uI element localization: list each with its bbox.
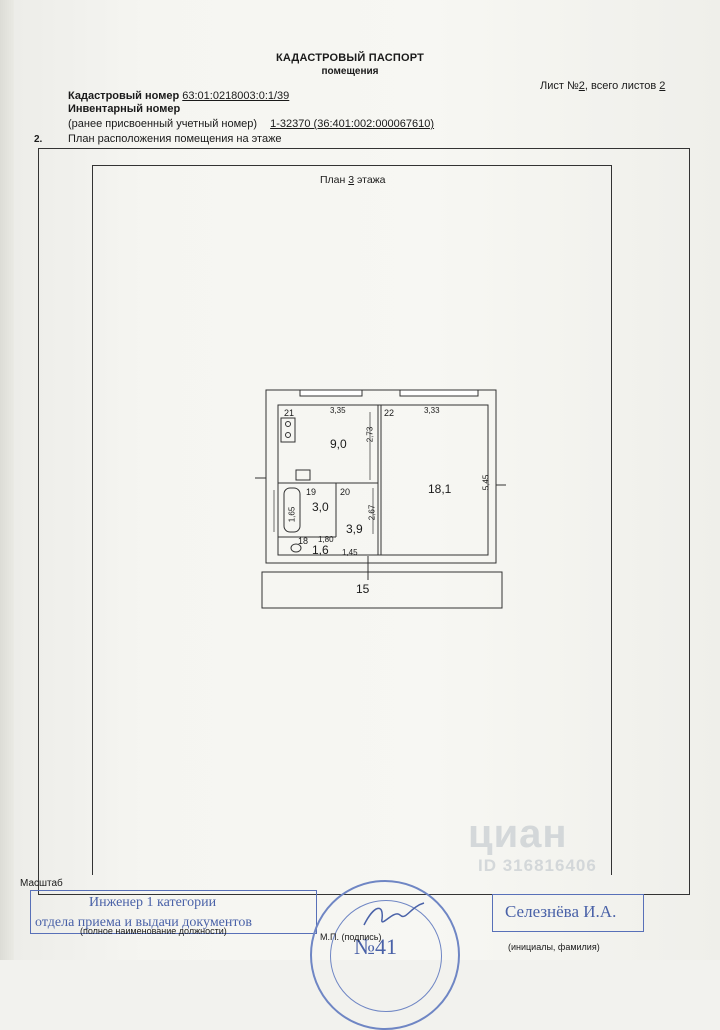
sheet-prefix: Лист №: [540, 80, 579, 92]
sheet-mid: , всего листов: [584, 80, 660, 92]
dim-label: 1,65: [287, 506, 297, 523]
inventory-label: Инвентарный номер: [68, 103, 181, 115]
room-area-20: 3,9: [346, 522, 363, 536]
name-caption: (инициалы, фамилия): [508, 942, 600, 952]
dim-label: 3,33: [424, 406, 440, 415]
dim-label: 1,45: [342, 548, 358, 557]
plan-title-prefix: План: [320, 174, 349, 186]
room-id-22: 22: [384, 408, 395, 418]
room-id-18: 18: [298, 536, 309, 546]
dim-label: 3,35: [330, 406, 346, 415]
floor-plan: [255, 389, 506, 609]
document-title: КАДАСТРОВЫЙ ПАСПОРТ: [275, 52, 425, 64]
stove-burner: [285, 432, 291, 438]
sheet-total: 2: [659, 80, 666, 92]
cadastral-label: Кадастровый номер: [68, 90, 180, 102]
inner-frame: [92, 165, 612, 875]
stair-section: [261, 571, 503, 609]
watermark-brand: циан: [468, 812, 568, 856]
signature-caption: М.П. (подпись): [320, 932, 382, 942]
window-living: [399, 389, 479, 397]
room-area-19: 3,0: [312, 500, 329, 514]
former-row: (ранее присвоенный учетный номер) 1-3237…: [68, 118, 434, 130]
room-id-19: 19: [306, 487, 317, 497]
stove-burner: [285, 421, 291, 427]
section-title: План расположения помещения на этаже: [68, 133, 282, 145]
sink-symbol: [295, 469, 311, 481]
inventory-row: Инвентарный номер: [68, 103, 180, 115]
dim-label: 2,73: [365, 426, 375, 443]
plan-title: План 3 этажа: [320, 174, 386, 186]
room-area-18: 1,6: [312, 543, 329, 557]
toilet-symbol: [290, 543, 302, 553]
dim-label: 2,67: [367, 504, 377, 521]
sheet-number: 2: [578, 80, 585, 92]
signature-mark: [363, 902, 425, 926]
bathtub-symbol: [283, 487, 301, 533]
stamp-line1: Инженер 1 категории: [89, 895, 217, 910]
plan-floor: 3: [348, 174, 355, 186]
room-id-20: 20: [340, 487, 351, 497]
room-area-22: 18,1: [428, 482, 452, 496]
dim-label: 5,45: [481, 474, 491, 491]
section-number: 2.: [34, 134, 43, 145]
plan-title-suffix: этажа: [354, 174, 386, 186]
former-label: (ранее присвоенный учетный номер): [68, 118, 258, 130]
apartment-outline: [265, 389, 497, 564]
stamp-line2: отдела приема и выдачи документов: [35, 915, 252, 930]
cadastral-row: Кадастровый номер 63:01:0218003:0:1/39: [68, 90, 289, 102]
stamp-name: Селезнёва И.А.: [505, 902, 617, 921]
former-value: 1-32370 (36:401:002:000067610): [270, 118, 435, 130]
document-subtitle: помещения: [321, 66, 379, 77]
room-id-21: 21: [284, 408, 295, 418]
stair-number: 15: [356, 582, 370, 596]
position-caption: (полное наименование должности): [80, 926, 227, 936]
dim-label: 1,80: [318, 535, 334, 544]
cadastral-value: 63:01:0218003:0:1/39: [182, 90, 290, 102]
watermark-id: ID 316816406: [478, 856, 597, 875]
scale-label: Масштаб: [20, 878, 63, 889]
name-stamp: Селезнёва И.А.: [492, 894, 644, 932]
stove-symbol: [280, 417, 296, 443]
page-edge: [0, 0, 14, 960]
seal-number: №41: [354, 934, 397, 959]
position-stamp: Инженер 1 категории отдела приема и выда…: [30, 890, 317, 934]
window-kitchen: [299, 389, 363, 397]
room-area-21: 9,0: [330, 437, 347, 451]
sheet-info: Лист №2, всего листов 2: [540, 80, 665, 92]
